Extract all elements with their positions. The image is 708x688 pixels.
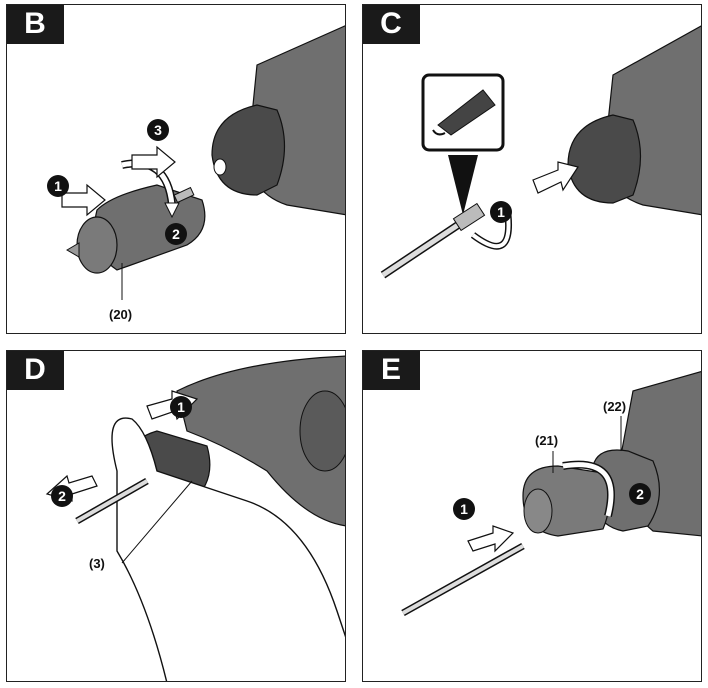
step-badge: 2 bbox=[51, 485, 73, 507]
panel-e: E 1 2 (21) (22) bbox=[362, 350, 702, 682]
panel-letter: C bbox=[363, 5, 420, 44]
panel-b: B 1 2 3 (20) bbox=[6, 4, 346, 334]
panel-letter: B bbox=[7, 5, 64, 44]
panel-c: C 1 bbox=[362, 4, 702, 334]
keyless-chuck-illustration bbox=[401, 370, 701, 617]
bit-removal-illustration bbox=[45, 355, 345, 681]
step-badge: 3 bbox=[147, 119, 169, 141]
part-ref-label: (21) bbox=[535, 433, 559, 448]
bit-greasing-illustration bbox=[380, 25, 701, 279]
step-badge: 1 bbox=[47, 175, 69, 197]
step-badge: 1 bbox=[170, 396, 192, 418]
part-ref-label: (22) bbox=[603, 399, 627, 414]
part-ref-label: (20) bbox=[109, 307, 133, 322]
step-badge: 1 bbox=[490, 201, 512, 223]
step-badge: 1 bbox=[453, 498, 475, 520]
step-badge: 2 bbox=[165, 223, 187, 245]
part-ref-label: (3) bbox=[89, 556, 105, 571]
step-badge: 2 bbox=[629, 483, 651, 505]
panel-letter: E bbox=[363, 351, 420, 390]
chuck-removal-illustration bbox=[61, 25, 345, 300]
panel-letter: D bbox=[7, 351, 64, 390]
panel-d: D 1 2 (3) bbox=[6, 350, 346, 682]
